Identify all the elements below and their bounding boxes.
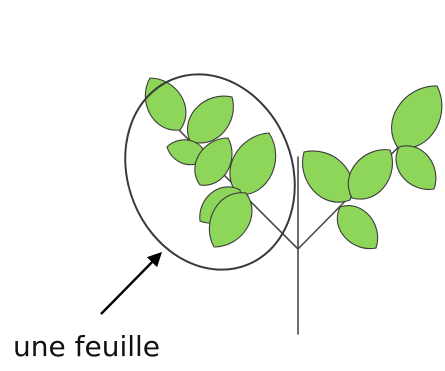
leaflet-12	[395, 145, 437, 190]
leaflet-2	[187, 95, 234, 144]
annotation-arrow	[100, 251, 163, 315]
leaflet-7	[208, 192, 253, 248]
leaflet-9	[347, 149, 393, 200]
leaf-annotation-label: une feuille	[13, 330, 161, 363]
leaflets	[144, 77, 443, 250]
leaflet-5	[229, 132, 277, 196]
leaflet-4	[194, 137, 233, 186]
leaflet-11	[336, 205, 379, 250]
leaflet-8	[302, 150, 354, 203]
leaflet-10	[391, 85, 443, 149]
leaflet-1	[144, 77, 187, 131]
leaf-highlight-ellipse	[124, 73, 296, 271]
leaflet-3	[166, 139, 207, 166]
